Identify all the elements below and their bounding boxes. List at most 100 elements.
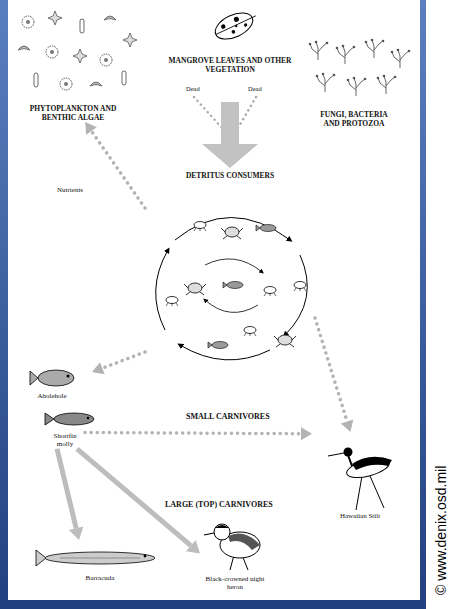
node-text: Aholehole xyxy=(12,392,92,400)
leaf-spot xyxy=(220,24,226,30)
food-web-arrow xyxy=(315,318,353,432)
algae xyxy=(18,46,30,50)
bird-crown xyxy=(215,525,229,528)
bird-head xyxy=(344,448,353,457)
arrow-line xyxy=(85,432,301,433)
species-group: Black-crowned night heron xyxy=(200,515,270,592)
algae xyxy=(73,49,87,63)
fungus xyxy=(391,49,411,68)
fungus xyxy=(316,73,336,92)
dotted-line xyxy=(238,97,256,128)
arrow-line xyxy=(91,131,145,208)
critter xyxy=(166,297,178,307)
algae xyxy=(22,16,34,28)
node-text: FUNGI, BACTERIA AND PROTOZOA xyxy=(318,110,390,128)
bird-leg xyxy=(370,476,384,508)
leaf-spot xyxy=(244,23,248,27)
dotted-line xyxy=(194,97,222,128)
food-web-arrow xyxy=(202,102,258,168)
cycle-arrow xyxy=(205,259,262,272)
panel xyxy=(8,0,420,600)
critter xyxy=(194,222,206,232)
flow-note: Dead xyxy=(248,85,262,93)
fish-tail xyxy=(36,550,46,566)
cycle-arrow xyxy=(285,255,307,335)
source-group: MANGROVE LEAVES AND OTHER VEGETATION xyxy=(150,56,310,102)
group-heading: SMALL CARNIVORES xyxy=(186,412,270,422)
fungus xyxy=(336,45,356,64)
arrow-head xyxy=(301,427,312,440)
algae xyxy=(80,19,84,33)
fish-body xyxy=(54,413,94,425)
arrow-line xyxy=(221,102,239,144)
fish-eye xyxy=(67,375,70,378)
consumer-group: DETRITUS CONSUMERS xyxy=(145,168,315,368)
fungus xyxy=(365,39,385,58)
arrow-line xyxy=(315,318,347,421)
food-web-arrow xyxy=(85,122,145,208)
algae xyxy=(46,46,58,58)
leaf xyxy=(211,8,257,45)
small-fish xyxy=(223,282,243,289)
bird-head xyxy=(214,524,230,540)
bird-beak xyxy=(328,453,344,456)
node-text: MANGROVE LEAVES AND OTHER VEGETATION xyxy=(150,56,310,74)
algae xyxy=(104,16,116,20)
arrow-head xyxy=(341,420,353,432)
critter xyxy=(264,287,276,297)
watermark-strip xyxy=(426,0,458,609)
node-text: Hawaiian Stilt xyxy=(312,512,408,520)
fungus xyxy=(309,41,329,60)
node-text: DETRITUS CONSUMERS xyxy=(145,171,315,180)
crab xyxy=(274,335,296,347)
species-group: Shortfin molly xyxy=(45,408,85,449)
edge-label: Nutrients xyxy=(56,186,84,194)
crab xyxy=(184,283,206,295)
cycle-arrow xyxy=(175,218,290,241)
heron-bird xyxy=(204,524,260,570)
flow-note: Dead xyxy=(186,85,200,93)
algae xyxy=(122,71,126,85)
leaf-spot xyxy=(233,16,240,23)
algae xyxy=(100,54,112,66)
critter xyxy=(244,327,256,337)
node-text: Black-crowned night heron xyxy=(200,575,270,592)
aholehole-fish xyxy=(30,370,74,386)
algae xyxy=(90,82,102,86)
decomposer-group: FUNGI, BACTERIA AND PROTOZOA xyxy=(318,110,390,128)
food-web-arrow xyxy=(57,449,83,540)
producer-group: PHYTOPLANKTON AND BENTHIC ALGAE xyxy=(12,104,134,122)
fish-tail xyxy=(45,413,54,425)
fish-eye xyxy=(144,555,147,558)
bird-wing xyxy=(228,533,260,550)
fish-eye xyxy=(87,417,90,420)
bird-leg xyxy=(356,476,362,510)
arrow-head xyxy=(202,144,258,168)
food-web-arrow xyxy=(92,352,145,374)
crab xyxy=(221,227,243,239)
arrow-head xyxy=(186,540,200,553)
fish-tail xyxy=(30,371,38,385)
fish-body xyxy=(45,552,155,564)
group-heading: LARGE (TOP) CARNIVORES xyxy=(165,500,273,510)
node-text: Shortfin molly xyxy=(45,432,85,449)
fungus xyxy=(347,77,367,96)
fish-body xyxy=(38,370,74,386)
species-group: Aholehole xyxy=(12,360,92,400)
small-fish xyxy=(256,225,276,232)
leaf-drawing xyxy=(211,6,260,45)
species-group: Barracuda xyxy=(30,540,170,582)
critter xyxy=(294,282,306,292)
cycle-arrow xyxy=(156,250,168,330)
fungus xyxy=(377,75,397,94)
bird-body xyxy=(345,455,392,482)
barracuda-fish xyxy=(36,550,155,566)
node-text: Barracuda xyxy=(30,574,170,582)
cycle-arrow xyxy=(205,300,258,312)
leaf-vein xyxy=(216,16,256,35)
node-text: PHYTOPLANKTON AND BENTHIC ALGAE xyxy=(12,104,134,122)
arrow-line xyxy=(77,449,191,546)
algae xyxy=(60,78,72,90)
